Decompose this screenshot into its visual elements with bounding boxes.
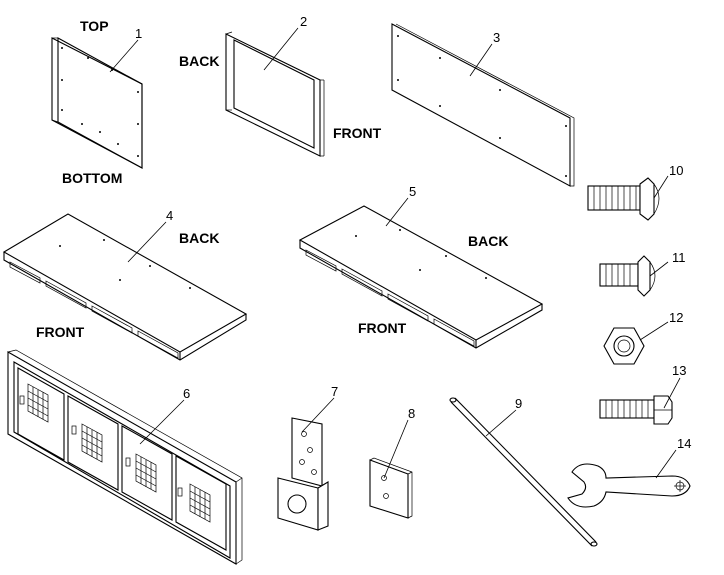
part-9-rod [449,397,598,547]
part-number-3: 3 [493,30,500,45]
label-back-part-5: BACK [468,233,508,249]
part-number-11: 11 [672,250,686,265]
part-14-wrench [567,463,691,508]
part-numbers: 1 2 3 4 5 6 7 8 9 10 11 12 13 14 [135,14,691,451]
label-bottom: BOTTOM [62,170,122,186]
part-5-shelf [298,205,544,349]
part-8-plate [369,457,413,519]
part-11-bolt [599,255,656,297]
part-3-rear-panel [391,23,575,187]
leader-lines [109,27,681,479]
part-number-8: 8 [408,406,415,421]
part-10-bolt [587,177,660,221]
part-number-12: 12 [669,310,683,325]
part-7-bracket [277,417,329,531]
part-number-10: 10 [669,163,683,178]
label-back-part-4: BACK [179,230,219,246]
part-number-2: 2 [300,14,307,29]
part-number-7: 7 [331,384,338,399]
part-number-1: 1 [135,26,142,41]
label-back-part-2: BACK [179,53,219,69]
part-number-5: 5 [409,184,416,199]
label-top: TOP [80,18,109,34]
part-13-bolt [599,395,673,425]
part-number-14: 14 [677,436,691,451]
part-number-6: 6 [183,386,190,401]
part-12-nut [603,327,645,365]
part-number-4: 4 [166,208,173,223]
part-number-13: 13 [672,363,686,378]
part-number-9: 9 [515,396,522,411]
part-1-side-panel [51,37,143,169]
label-front-part-5: FRONT [358,320,407,336]
label-front-part-2: FRONT [333,125,382,141]
part-2-frame-panel [225,31,325,157]
label-front-part-4: FRONT [36,324,85,340]
part-4-shelf [2,213,248,361]
part-6-locker-doors [7,349,243,565]
